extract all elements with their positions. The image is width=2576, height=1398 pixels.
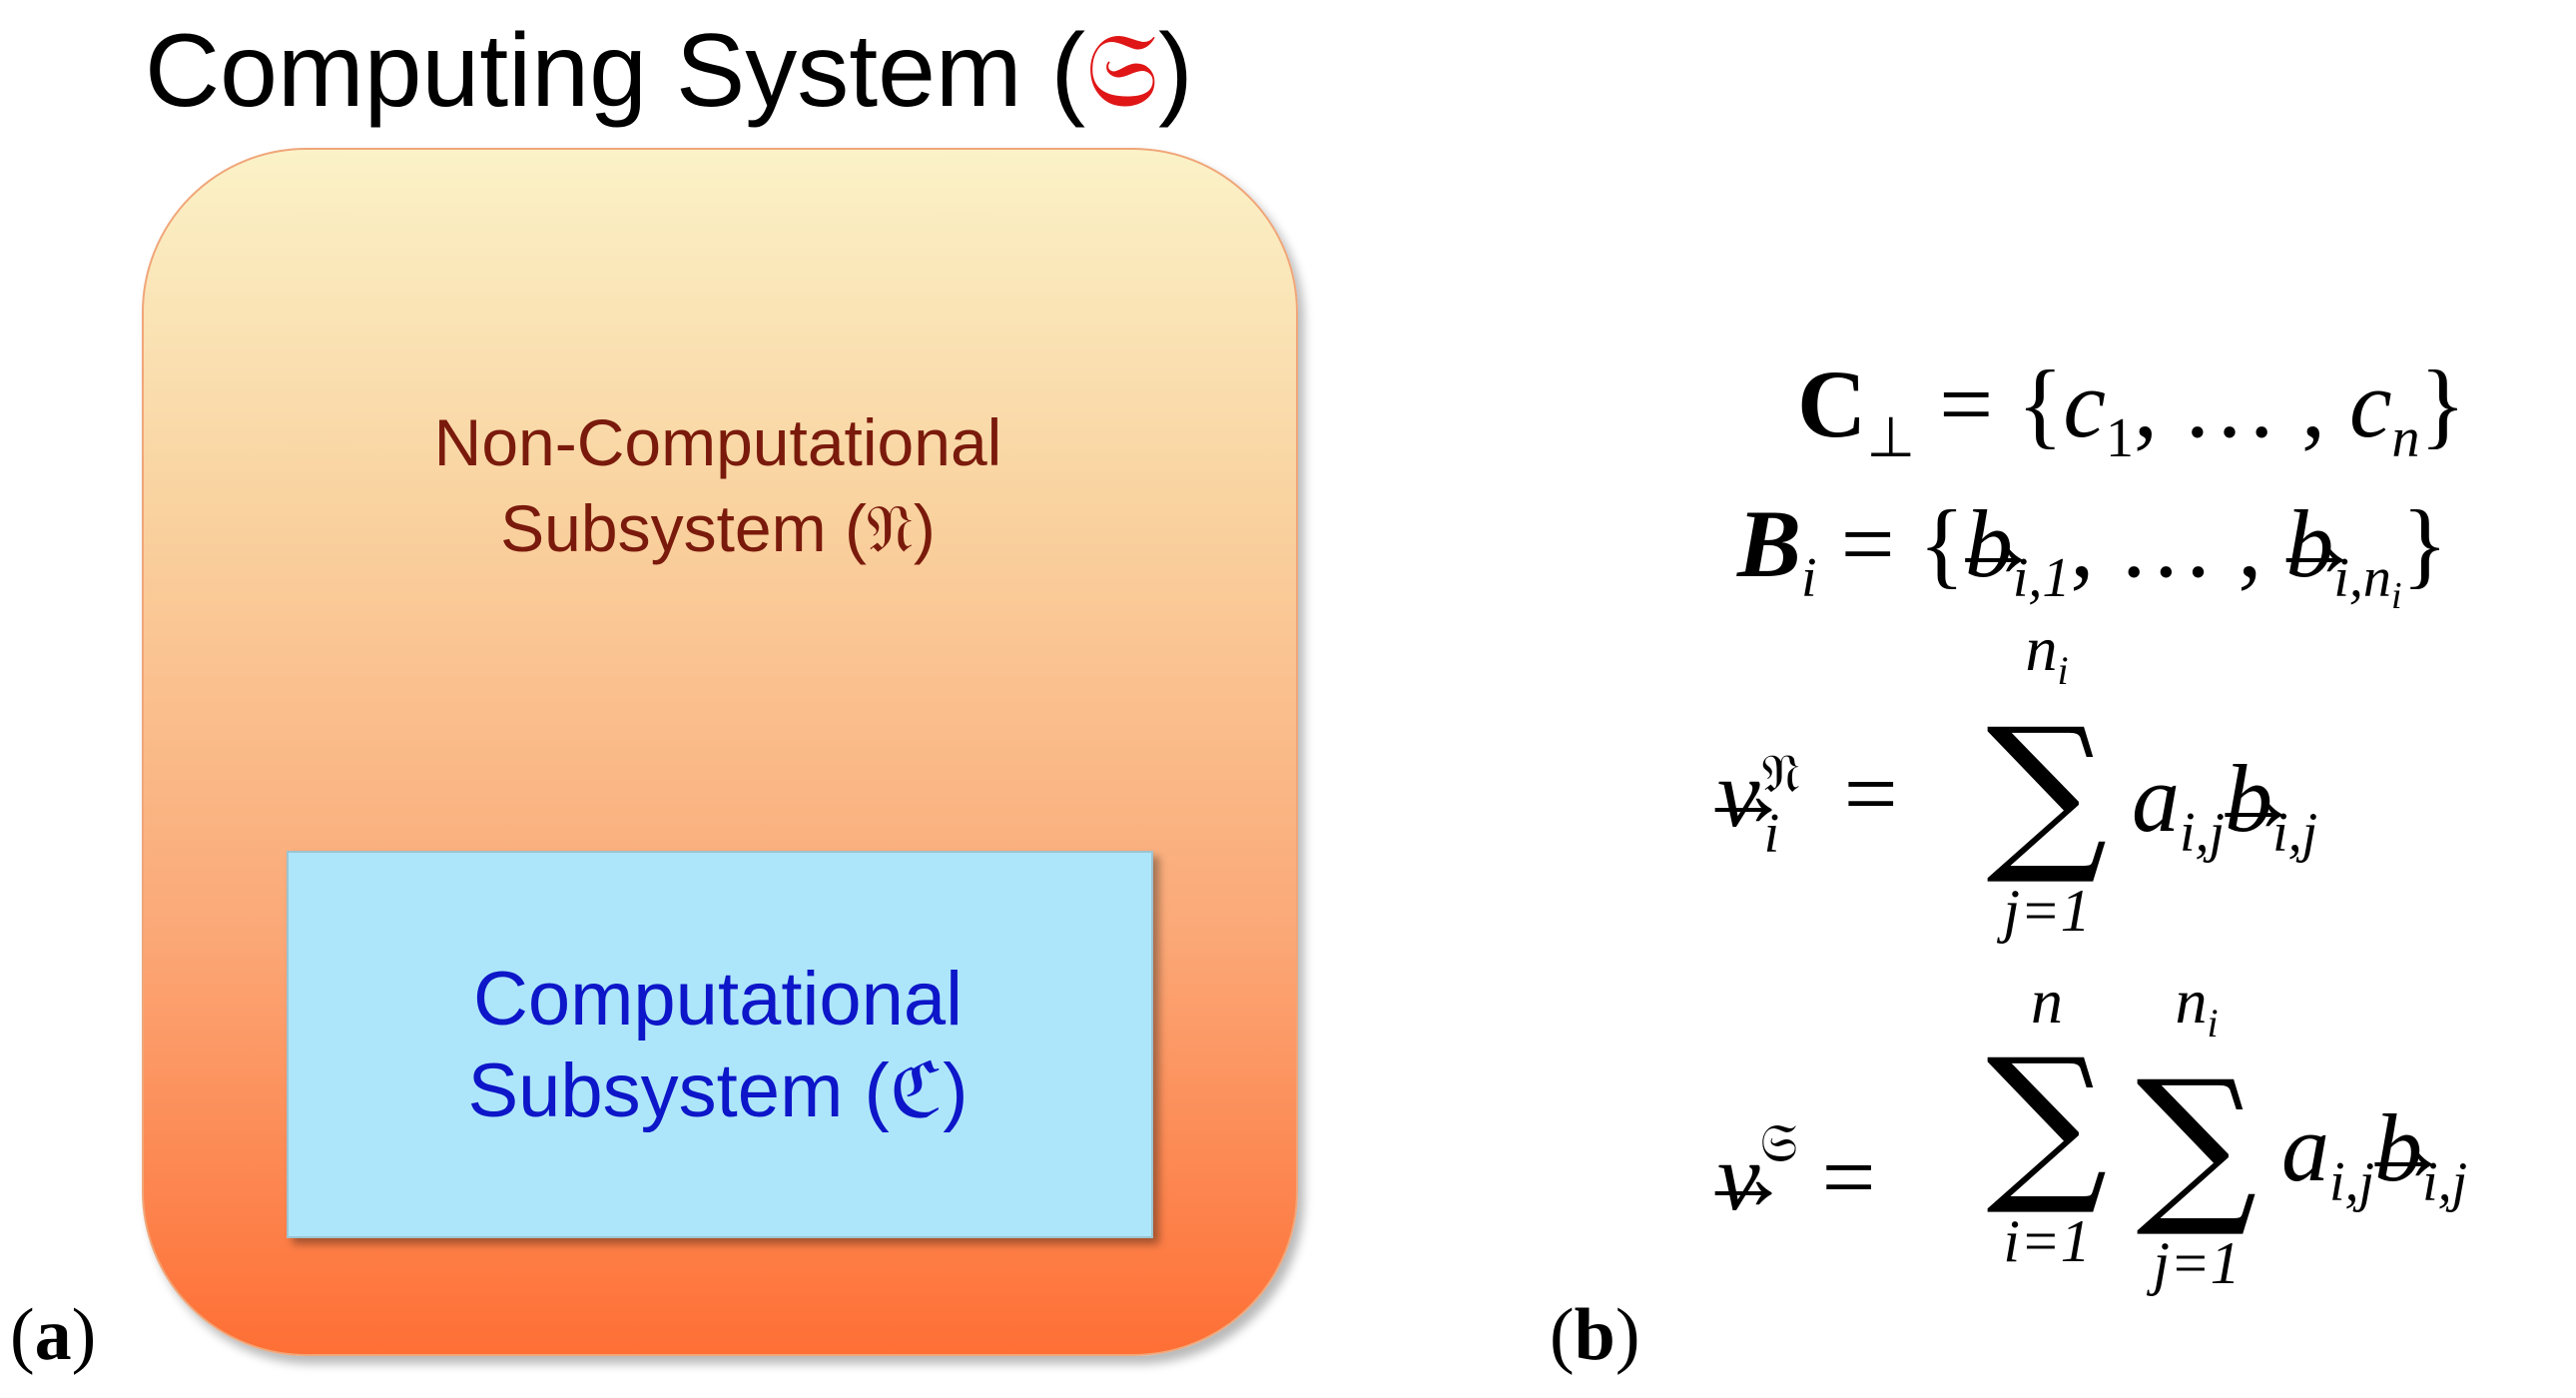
vector-b: b: [1965, 484, 2013, 604]
vector-v: v: [1717, 1117, 1760, 1237]
computational-label-line2: Subsystem (ℭ): [467, 1048, 968, 1133]
equation-v-n: v𝔑i =: [1717, 734, 1898, 865]
non-computational-label: Non-Computational Subsystem (𝔑): [142, 399, 1294, 571]
computational-label-line1: Computational: [472, 957, 964, 1042]
equation-v-s: v𝔖 =: [1717, 1083, 1876, 1237]
equation-b-i: Bi = {bi,1, … , bi,ni}: [1737, 484, 2448, 656]
equation-c-perp: C⊥ = {c1, … , cn}: [1797, 350, 2466, 470]
non-computational-label-line1: Non-Computational: [433, 405, 1002, 479]
panel-label-b: (b): [1550, 1294, 1640, 1376]
computational-subsystem-box: [287, 851, 1153, 1238]
vector-v: v: [1717, 734, 1760, 854]
title-close: ): [1158, 13, 1193, 129]
diagram-title: Computing System (𝔖): [145, 0, 1193, 141]
summation-j: ni ∑ j=1: [1986, 613, 2108, 944]
non-computational-label-line2: Subsystem (𝔑): [500, 491, 936, 565]
equation-v-s-terms: ai,jbi,j: [2281, 1088, 2467, 1242]
panel-label-a: (a): [10, 1294, 97, 1376]
computational-label: Computational Subsystem (ℭ): [287, 954, 1149, 1137]
summation-j-inner: ni ∑ j=1: [2136, 966, 2257, 1296]
system-symbol: 𝔖: [1085, 9, 1159, 131]
vector-b: b: [2225, 739, 2272, 859]
title-text: Computing System (: [145, 13, 1086, 129]
vector-b: b: [2285, 484, 2333, 604]
equation-v-n-terms: ai,jbi,j: [2132, 739, 2317, 893]
summation-i: n ∑ i=1: [1986, 966, 2108, 1275]
vector-b: b: [2374, 1088, 2422, 1208]
